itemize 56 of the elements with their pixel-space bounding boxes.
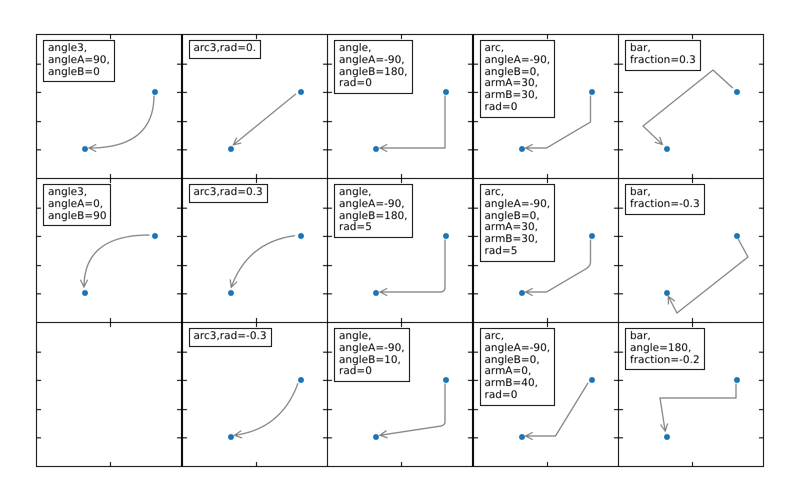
data-point [588, 233, 594, 239]
annotation-label: angle3, angleA=90, angleB=0 [43, 40, 115, 82]
connector-arrow [232, 93, 296, 146]
data-point [518, 434, 524, 440]
connector-arrow [379, 384, 446, 438]
data-point [228, 146, 234, 152]
annotation-label: angle, angleA=-90, angleB=180, rad=5 [334, 184, 413, 238]
data-point [373, 146, 379, 152]
connector-arrow [524, 96, 592, 152]
data-point [443, 233, 449, 239]
data-point [152, 89, 158, 95]
data-point [228, 290, 234, 296]
connector-arrow [524, 240, 592, 296]
annotation-label: bar, fraction=0.3 [625, 40, 701, 70]
connector-arrow [642, 69, 734, 146]
data-point [373, 290, 379, 296]
data-point [734, 233, 740, 239]
connector-arrow [88, 95, 155, 152]
data-point [664, 290, 670, 296]
annotation-label: bar, angle=180, fraction=-0.2 [625, 328, 705, 370]
annotation-label: arc, angleA=-90, angleB=0, armA=0, armB=40, rad=0 [480, 328, 556, 406]
annotation-label: arc3,rad=-0.3 [188, 328, 272, 347]
annotation-label: angle, angleA=-90, angleB=10, rad=0 [334, 328, 410, 382]
data-point [298, 89, 304, 95]
connector-arrow [80, 234, 150, 288]
data-point [588, 89, 594, 95]
annotation-label: arc, angleA=-90, angleB=0, armA=30, armB=30, rad=5 [480, 184, 556, 262]
data-point [518, 290, 524, 296]
data-point [664, 146, 670, 152]
data-point [588, 377, 594, 383]
data-point [298, 377, 304, 383]
data-point [298, 233, 304, 239]
data-point [664, 434, 670, 440]
annotation-label: bar, fraction=-0.3 [625, 184, 705, 214]
connector-arrow [659, 384, 737, 432]
data-point [373, 434, 379, 440]
data-point [152, 233, 158, 239]
connector-arrow [230, 235, 296, 288]
data-point [82, 290, 88, 296]
connector-arrow [379, 96, 446, 152]
data-point [443, 377, 449, 383]
annotation-label: angle, angleA=-90, angleB=180, rad=0 [334, 40, 413, 94]
data-point [518, 146, 524, 152]
annotation-label: angle3, angleA=0, angleB=90 [43, 184, 112, 226]
connector-arrow [234, 382, 299, 438]
annotation-label: arc, angleA=-90, angleB=0, armA=30, armB=30, rad=0 [480, 40, 556, 118]
data-point [228, 434, 234, 440]
data-point [734, 377, 740, 383]
data-point [82, 146, 88, 152]
data-point [734, 89, 740, 95]
connector-arrow [524, 382, 589, 440]
data-point [443, 89, 449, 95]
annotation-label: arc3,rad=0.3 [188, 184, 268, 203]
connector-arrow [379, 240, 446, 296]
connector-arrow [668, 238, 749, 314]
annotation-label: arc3,rad=0. [188, 40, 262, 59]
